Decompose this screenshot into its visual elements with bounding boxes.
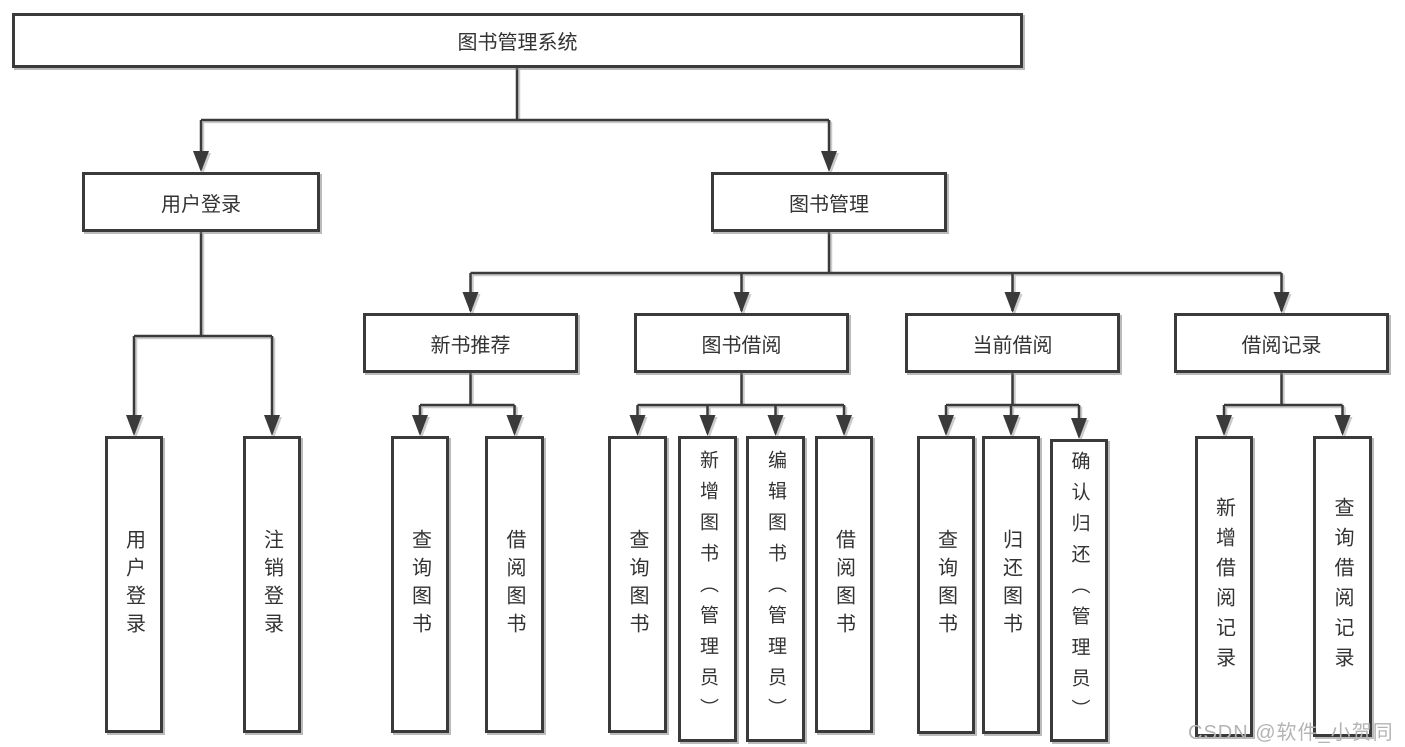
arrowhead-icon [1004, 292, 1021, 313]
arrowhead-icon [733, 292, 750, 313]
node-library-management-system: 图书管理系统 [12, 13, 1023, 68]
leaf-add-borrow-record: 新增借阅记录 [1195, 436, 1253, 737]
arrowhead-icon [836, 415, 852, 436]
arrowhead-icon [506, 415, 523, 436]
leaf-query-borrow-record: 查询借阅记录 [1313, 436, 1372, 737]
arrowhead-icon [126, 415, 142, 436]
leaf-borrow-books-1: 借阅图书 [485, 436, 544, 733]
arrowhead-icon [412, 415, 428, 436]
arrowhead-icon [264, 415, 280, 436]
leaf-query-books-3: 查询图书 [917, 436, 975, 734]
leaf-return-books: 归还图书 [982, 436, 1040, 734]
leaf-edit-books-admin: 编辑图书（管理员） [746, 436, 805, 742]
arrowhead-icon [767, 415, 784, 436]
leaf-logout: 注销登录 [243, 436, 301, 733]
leaf-query-books-1: 查询图书 [391, 436, 449, 733]
node-book-borrowing: 图书借阅 [634, 313, 849, 373]
arrowhead-icon [1071, 418, 1087, 439]
leaf-add-books-admin: 新增图书（管理员） [678, 436, 737, 742]
arrowhead-icon [938, 415, 954, 436]
arrowhead-icon [193, 151, 209, 172]
node-new-book-recommendation: 新书推荐 [363, 313, 578, 373]
arrowhead-icon [1003, 415, 1019, 436]
node-current-borrowing: 当前借阅 [905, 313, 1120, 373]
arrowhead-icon [1273, 292, 1290, 313]
arrowhead-icon [699, 415, 716, 436]
arrowhead-icon [821, 151, 837, 172]
arrowhead-icon [1216, 415, 1232, 436]
leaf-borrow-books-2: 借阅图书 [815, 436, 873, 733]
arrowhead-icon [629, 415, 646, 436]
node-user-login: 用户登录 [82, 172, 320, 232]
arrowhead-icon [462, 292, 479, 313]
csdn-watermark: CSDN @软件_小贺同学 [1188, 722, 1394, 744]
leaf-user-login: 用户登录 [105, 436, 163, 733]
arrowheads [126, 151, 1351, 439]
leaf-confirm-return-admin: 确认归还（管理员） [1050, 439, 1108, 742]
leaf-query-books-2: 查询图书 [608, 436, 667, 733]
node-book-management: 图书管理 [711, 172, 947, 232]
tree-lines [132, 68, 1344, 436]
arrowhead-icon [1334, 415, 1351, 436]
node-borrowing-records: 借阅记录 [1174, 313, 1389, 373]
